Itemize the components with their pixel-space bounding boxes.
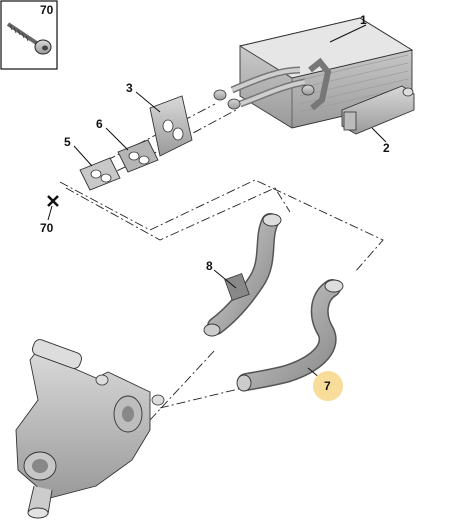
screw-icon <box>6 22 52 55</box>
pipe-bracket <box>341 85 415 135</box>
callout-70: 70 <box>40 221 54 235</box>
seal-plate <box>149 95 193 157</box>
callout-1: 1 <box>360 13 367 27</box>
upper-hose <box>203 213 282 337</box>
thermostat-housing <box>15 339 165 519</box>
callout-3: 3 <box>126 81 133 95</box>
inset-label: 70 <box>40 3 54 17</box>
callout-8: 8 <box>206 259 213 273</box>
lower-hose <box>236 279 344 392</box>
seal-ring <box>79 157 121 191</box>
callout-2: 2 <box>383 141 390 155</box>
callout-6: 6 <box>96 117 103 131</box>
inset-screw-box: 70 <box>0 0 58 70</box>
callout-7: 7 <box>324 379 331 393</box>
highlight-bubble <box>313 371 343 401</box>
gasket <box>117 139 159 173</box>
fastener-marker-icon <box>47 195 59 207</box>
callout-5: 5 <box>64 135 71 149</box>
